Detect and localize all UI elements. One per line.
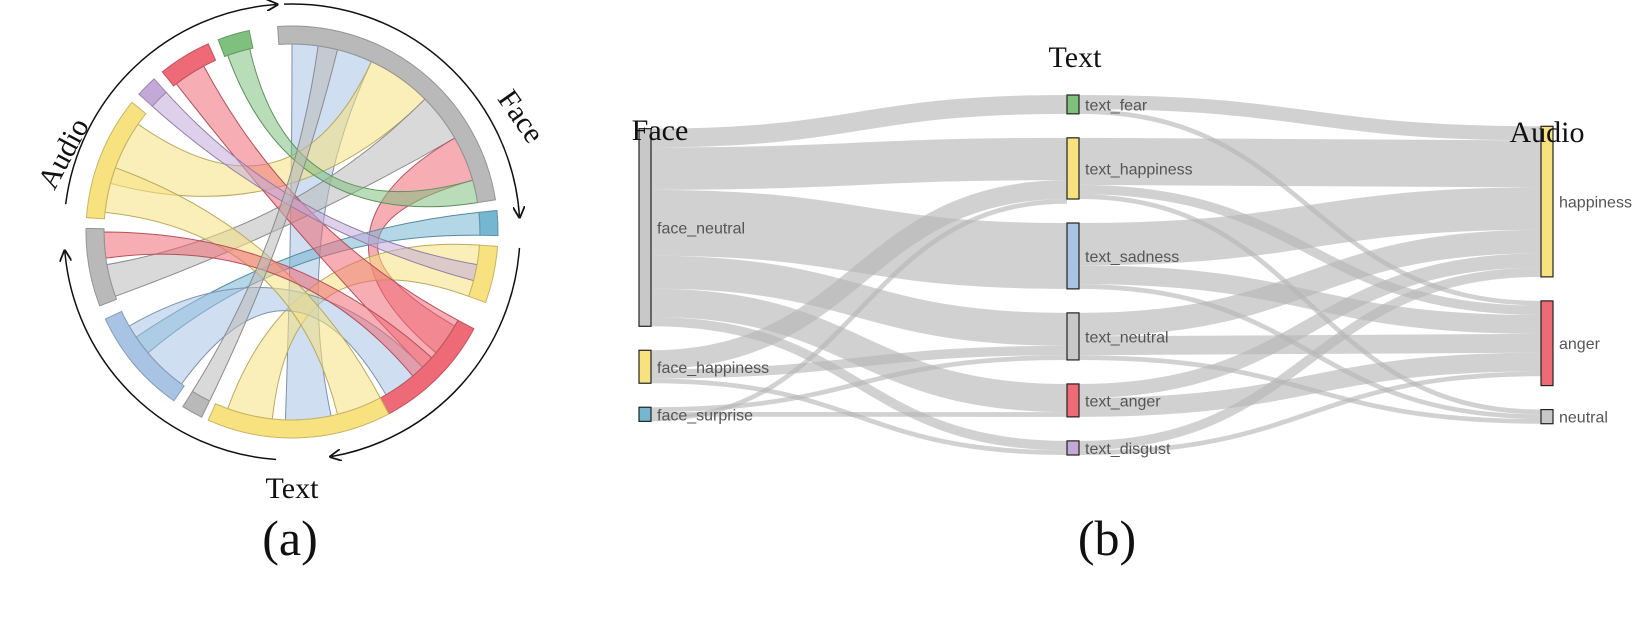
sankey-node-face_surprise (638, 406, 652, 422)
sankey-node-label-text_neutral: text_neutral (1085, 329, 1169, 346)
sankey-node-label-happiness: happiness (1559, 195, 1632, 212)
sankey-node-label-text_happiness: text_happiness (1085, 161, 1193, 178)
sankey-link-face_neutral-to-text_fear (650, 95, 1068, 148)
sankey-link-text_anger-to-happiness (1078, 253, 1542, 399)
chord-segment-text-anger (161, 43, 217, 87)
chord-segment-text-happiness (207, 397, 390, 439)
chord-segment-face-happiness (468, 244, 499, 304)
chord-segment-audio-happiness (85, 101, 147, 220)
chord-segments (85, 25, 499, 439)
sankey-title-audio: Audio (1510, 116, 1585, 149)
sankey-node-label-text_fear: text_fear (1085, 97, 1148, 114)
sankey-link-text_fear-to-happiness (1078, 95, 1542, 141)
chord-ribbons (103, 43, 481, 421)
caption-a: (a) (262, 510, 318, 566)
sankey-node-text_disgust (1066, 440, 1080, 456)
sankey-links (650, 95, 1542, 455)
sankey-node-label-text_disgust: text_disgust (1085, 441, 1171, 458)
chord-segment-audio-neutral (182, 390, 211, 418)
sankey-diagram: face_neutralface_happinessface_surpriset… (632, 41, 1632, 566)
sankey-link-face_happiness-to-text_neutral (650, 345, 1068, 379)
sankey-node-text_fear (1066, 94, 1080, 115)
sankey-link-text_neutral-to-happiness (1078, 229, 1542, 337)
group-arrows (65, 4, 520, 459)
sankey-link-face_neutral-to-text_neutral (650, 255, 1068, 346)
sankey-node-happiness (1540, 125, 1554, 278)
sankey-node-text_anger (1066, 383, 1080, 418)
sankey-node-label-face_happiness: face_happiness (657, 360, 769, 377)
chord-segment-audio-neutral (85, 227, 118, 307)
sankey-nodes (638, 94, 1554, 456)
sankey-link-face_neutral-to-text_anger (650, 288, 1068, 413)
sankey-link-text_anger-to-anger (1078, 352, 1542, 417)
sankey-link-text_disgust-to-happiness (1078, 267, 1542, 451)
chord-segment-audio-sadness (104, 310, 185, 402)
group-arc-arrow-4 (64, 5, 276, 205)
sankey-link-text_sadness-to-anger (1078, 265, 1542, 334)
sankey-node-text_sadness (1066, 222, 1080, 290)
sankey-link-text_happiness-to-happiness (1078, 137, 1542, 188)
chord-label-audio: Audio (31, 113, 95, 195)
sankey-link-text_disgust-to-anger (1078, 371, 1542, 455)
sankey-node-neutral (1540, 408, 1554, 425)
sankey-link-face_neutral-to-text_sadness (650, 189, 1068, 289)
sankey-node-face_happiness (638, 349, 652, 384)
sankey-node-label-face_neutral: face_neutral (657, 220, 745, 237)
sankey-link-text_sadness-to-happiness (1078, 187, 1542, 266)
sankey-link-face_surprise-to-text_happiness (650, 199, 1068, 422)
group-arc-arrow-1 (284, 3, 519, 216)
chord-diagram: Face Audio Text (a) (31, 4, 551, 566)
sankey-title-text: Text (1049, 41, 1103, 74)
caption-b: (b) (1078, 510, 1136, 566)
sankey-link-text_happiness-to-anger (1078, 184, 1542, 315)
sankey-node-text_neutral (1066, 312, 1080, 361)
sankey-link-text_neutral-to-anger (1078, 333, 1542, 356)
group-arc-arrow-2 (332, 247, 521, 457)
sankey-node-anger (1540, 300, 1554, 387)
chord-segment-text-fear (217, 29, 254, 58)
chord-segment-text-disgust (138, 78, 167, 107)
sankey-link-face_happiness-to-text_happiness (650, 180, 1068, 370)
sankey-labels: face_neutralface_happinessface_surpriset… (657, 97, 1632, 458)
chord-segment-face-neutral (277, 25, 497, 204)
sankey-node-label-anger: anger (1559, 336, 1601, 353)
sankey-node-label-text_sadness: text_sadness (1085, 249, 1179, 266)
sankey-node-label-text_anger: text_anger (1085, 393, 1161, 410)
sankey-title-face: Face (632, 114, 689, 147)
chord-segment-face-surprise (478, 209, 499, 237)
chord-label-text: Text (266, 472, 320, 505)
sankey-node-label-face_surprise: face_surprise (657, 407, 753, 424)
sankey-node-face_neutral (638, 128, 652, 327)
sankey-node-label-neutral: neutral (1559, 410, 1608, 427)
sankey-node-text_happiness (1066, 137, 1080, 200)
group-arc-arrow-3 (65, 252, 277, 461)
sankey-link-face_neutral-to-text_happiness (650, 137, 1068, 190)
